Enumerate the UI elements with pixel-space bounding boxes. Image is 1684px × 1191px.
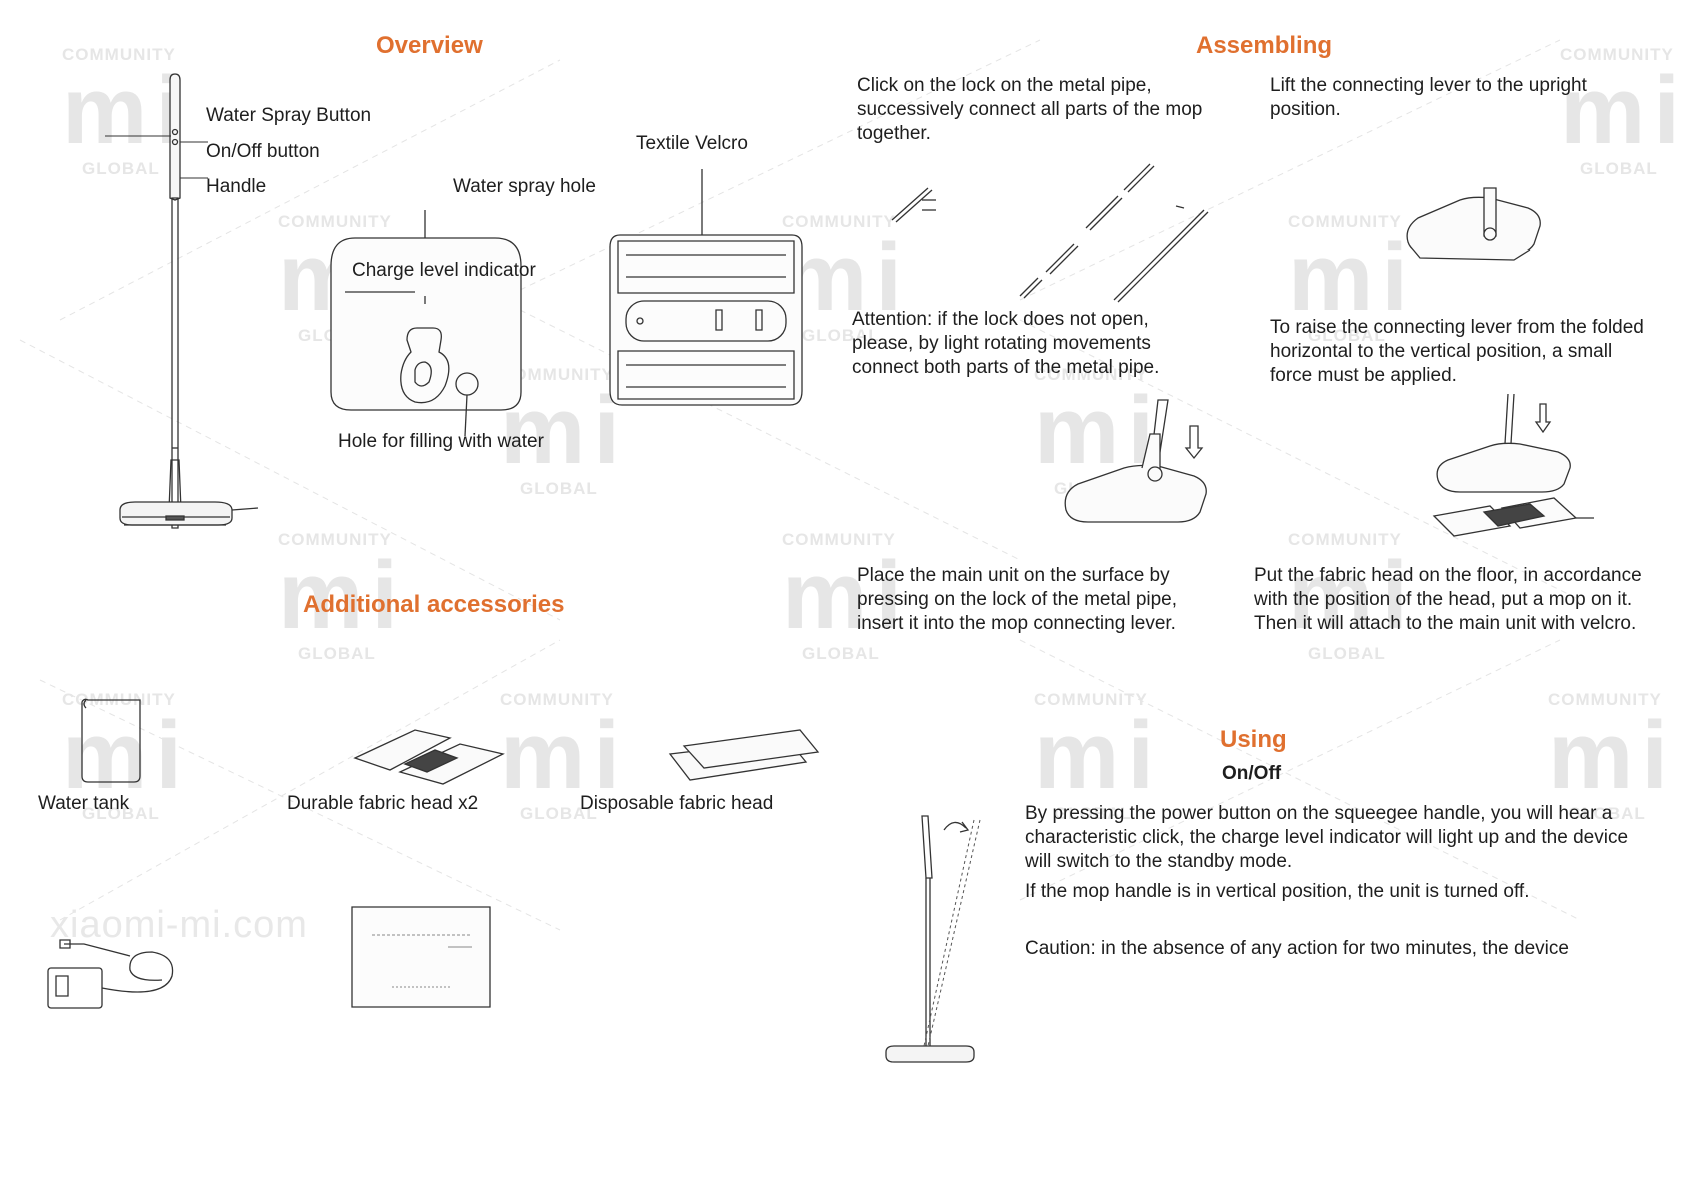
label-water-spray-button: Water Spray Button — [206, 105, 372, 126]
metal-pipe-parts-illustration — [888, 158, 1218, 308]
watermark-community: COMMUNITY — [500, 365, 614, 384]
watermark: COMMUNITY mi GLOBAL — [1560, 45, 1684, 179]
watermark-logo: mi — [1288, 224, 1417, 331]
assembling-step2-text: Lift the connecting lever to the upright… — [1270, 75, 1587, 120]
watermark-global: GLOBAL — [1568, 804, 1646, 823]
charger-illustration — [44, 940, 184, 1014]
watermark-global: GLOBAL — [520, 804, 598, 823]
label-hole-filling: Hole for filling with water — [338, 431, 544, 452]
watermark-community: COMMUNITY — [1288, 212, 1402, 231]
using-heading: Using — [1220, 726, 1287, 753]
label-durable-fabric-head: Durable fabric head x2 — [287, 793, 479, 814]
watermark-global: GLOBAL — [298, 644, 376, 663]
label-handle: Handle — [206, 176, 267, 197]
mop-head-top-illustration — [325, 210, 525, 425]
mop-full-illustration — [110, 70, 270, 540]
label-water-tank: Water tank — [38, 793, 130, 814]
watermark-community: COMMUNITY — [1034, 365, 1148, 384]
water-tank-illustration — [78, 696, 148, 786]
label-textile-velcro: Textile Velcro — [636, 133, 748, 154]
watermark: COMMUNITY mi GLOBAL — [62, 45, 190, 179]
assembling-step1-text: Click on the lock on the metal pipe, suc… — [857, 75, 1203, 144]
label-water-spray-hole: Water spray hole — [453, 176, 596, 197]
watermark: COMMUNITY mi GLOBAL — [1034, 690, 1162, 824]
watermark-global: GLOBAL — [82, 159, 160, 178]
durable-fabric-head-illustration — [345, 728, 505, 788]
watermark-community: COMMUNITY — [62, 45, 176, 64]
watermark: COMMUNITY mi GLOBAL — [1548, 690, 1676, 824]
watermark-logo: mi — [500, 702, 629, 809]
using-paragraph-3: Caution: in the absence of any action fo… — [1025, 938, 1569, 959]
overview-heading: Overview — [376, 32, 483, 59]
assembling-place-text: Place the main unit on the surface by pr… — [857, 565, 1178, 634]
watermark-global: GLOBAL — [1308, 326, 1386, 345]
label-charge-level-indicator: Charge level indicator — [352, 260, 536, 281]
assembling-fabric-text: Put the fabric head on the floor, in acc… — [1254, 565, 1642, 634]
assembling-heading: Assembling — [1196, 32, 1333, 59]
watermark-community: COMMUNITY — [1560, 45, 1674, 64]
watermark: COMMUNITY mi GLOBAL — [500, 690, 628, 824]
watermark: COMMUNITY mi GLOBAL — [278, 530, 406, 664]
watermark-community: COMMUNITY — [1548, 690, 1662, 709]
lever-raise-illustration — [1400, 184, 1550, 284]
label-disposable-fabric-head: Disposable fabric head — [580, 793, 774, 814]
watermark-logo: mi — [1548, 702, 1677, 809]
watermark-community: COMMUNITY — [782, 530, 896, 549]
watermark-global: GLOBAL — [802, 326, 880, 345]
watermark-logo: mi — [1560, 57, 1684, 164]
label-onoff-button: On/Off button — [206, 141, 320, 162]
watermark-community: COMMUNITY — [500, 690, 614, 709]
using-subheading: On/Off — [1222, 763, 1282, 784]
watermark: COMMUNITY mi GLOBAL — [782, 530, 910, 664]
watermark-global: GLOBAL — [1580, 159, 1658, 178]
disposable-fabric-head-illustration — [668, 724, 828, 786]
watermark-community: COMMUNITY — [278, 530, 392, 549]
watermark-logo: mi — [1034, 702, 1163, 809]
watermark-global: GLOBAL — [520, 479, 598, 498]
using-paragraph-2: If the mop handle is in vertical positio… — [1025, 881, 1530, 902]
assembling-raise-text: To raise the connecting lever from the f… — [1270, 317, 1644, 386]
using-paragraph-1: By pressing the power button on the sque… — [1025, 803, 1629, 872]
watermark-community: COMMUNITY — [1288, 530, 1402, 549]
watermark: COMMUNITY mi GLOBAL — [1288, 530, 1416, 664]
watermark-logo: mi — [1034, 377, 1163, 484]
watermark-site: xiaomi-mi.com — [50, 904, 308, 946]
watermark-community: COMMUNITY — [1034, 690, 1148, 709]
watermark-community: COMMUNITY — [782, 212, 896, 231]
watermark-global: GLOBAL — [82, 804, 160, 823]
mop-tilt-illustration — [880, 810, 990, 1072]
watermark-logo: mi — [278, 542, 407, 649]
watermark-global: GLOBAL — [1308, 644, 1386, 663]
watermark-logo: mi — [1288, 542, 1417, 649]
assembling-attention-text: Attention: if the lock does not open, pl… — [852, 309, 1160, 378]
watermark-global: GLOBAL — [802, 644, 880, 663]
pipe-insert-illustration — [1060, 398, 1210, 538]
fabric-attach-illustration — [1430, 390, 1600, 560]
watermark: COMMUNITY mi GLOBAL — [1288, 212, 1416, 346]
watermark-community: COMMUNITY — [278, 212, 392, 231]
watermark-global: GLOBAL — [1054, 804, 1132, 823]
watermark-logo: mi — [62, 57, 191, 164]
mop-head-bottom-illustration — [606, 165, 806, 410]
watermark-logo: mi — [782, 542, 911, 649]
accessories-heading: Additional accessories — [303, 591, 565, 618]
user-manual-illustration — [350, 905, 492, 1009]
